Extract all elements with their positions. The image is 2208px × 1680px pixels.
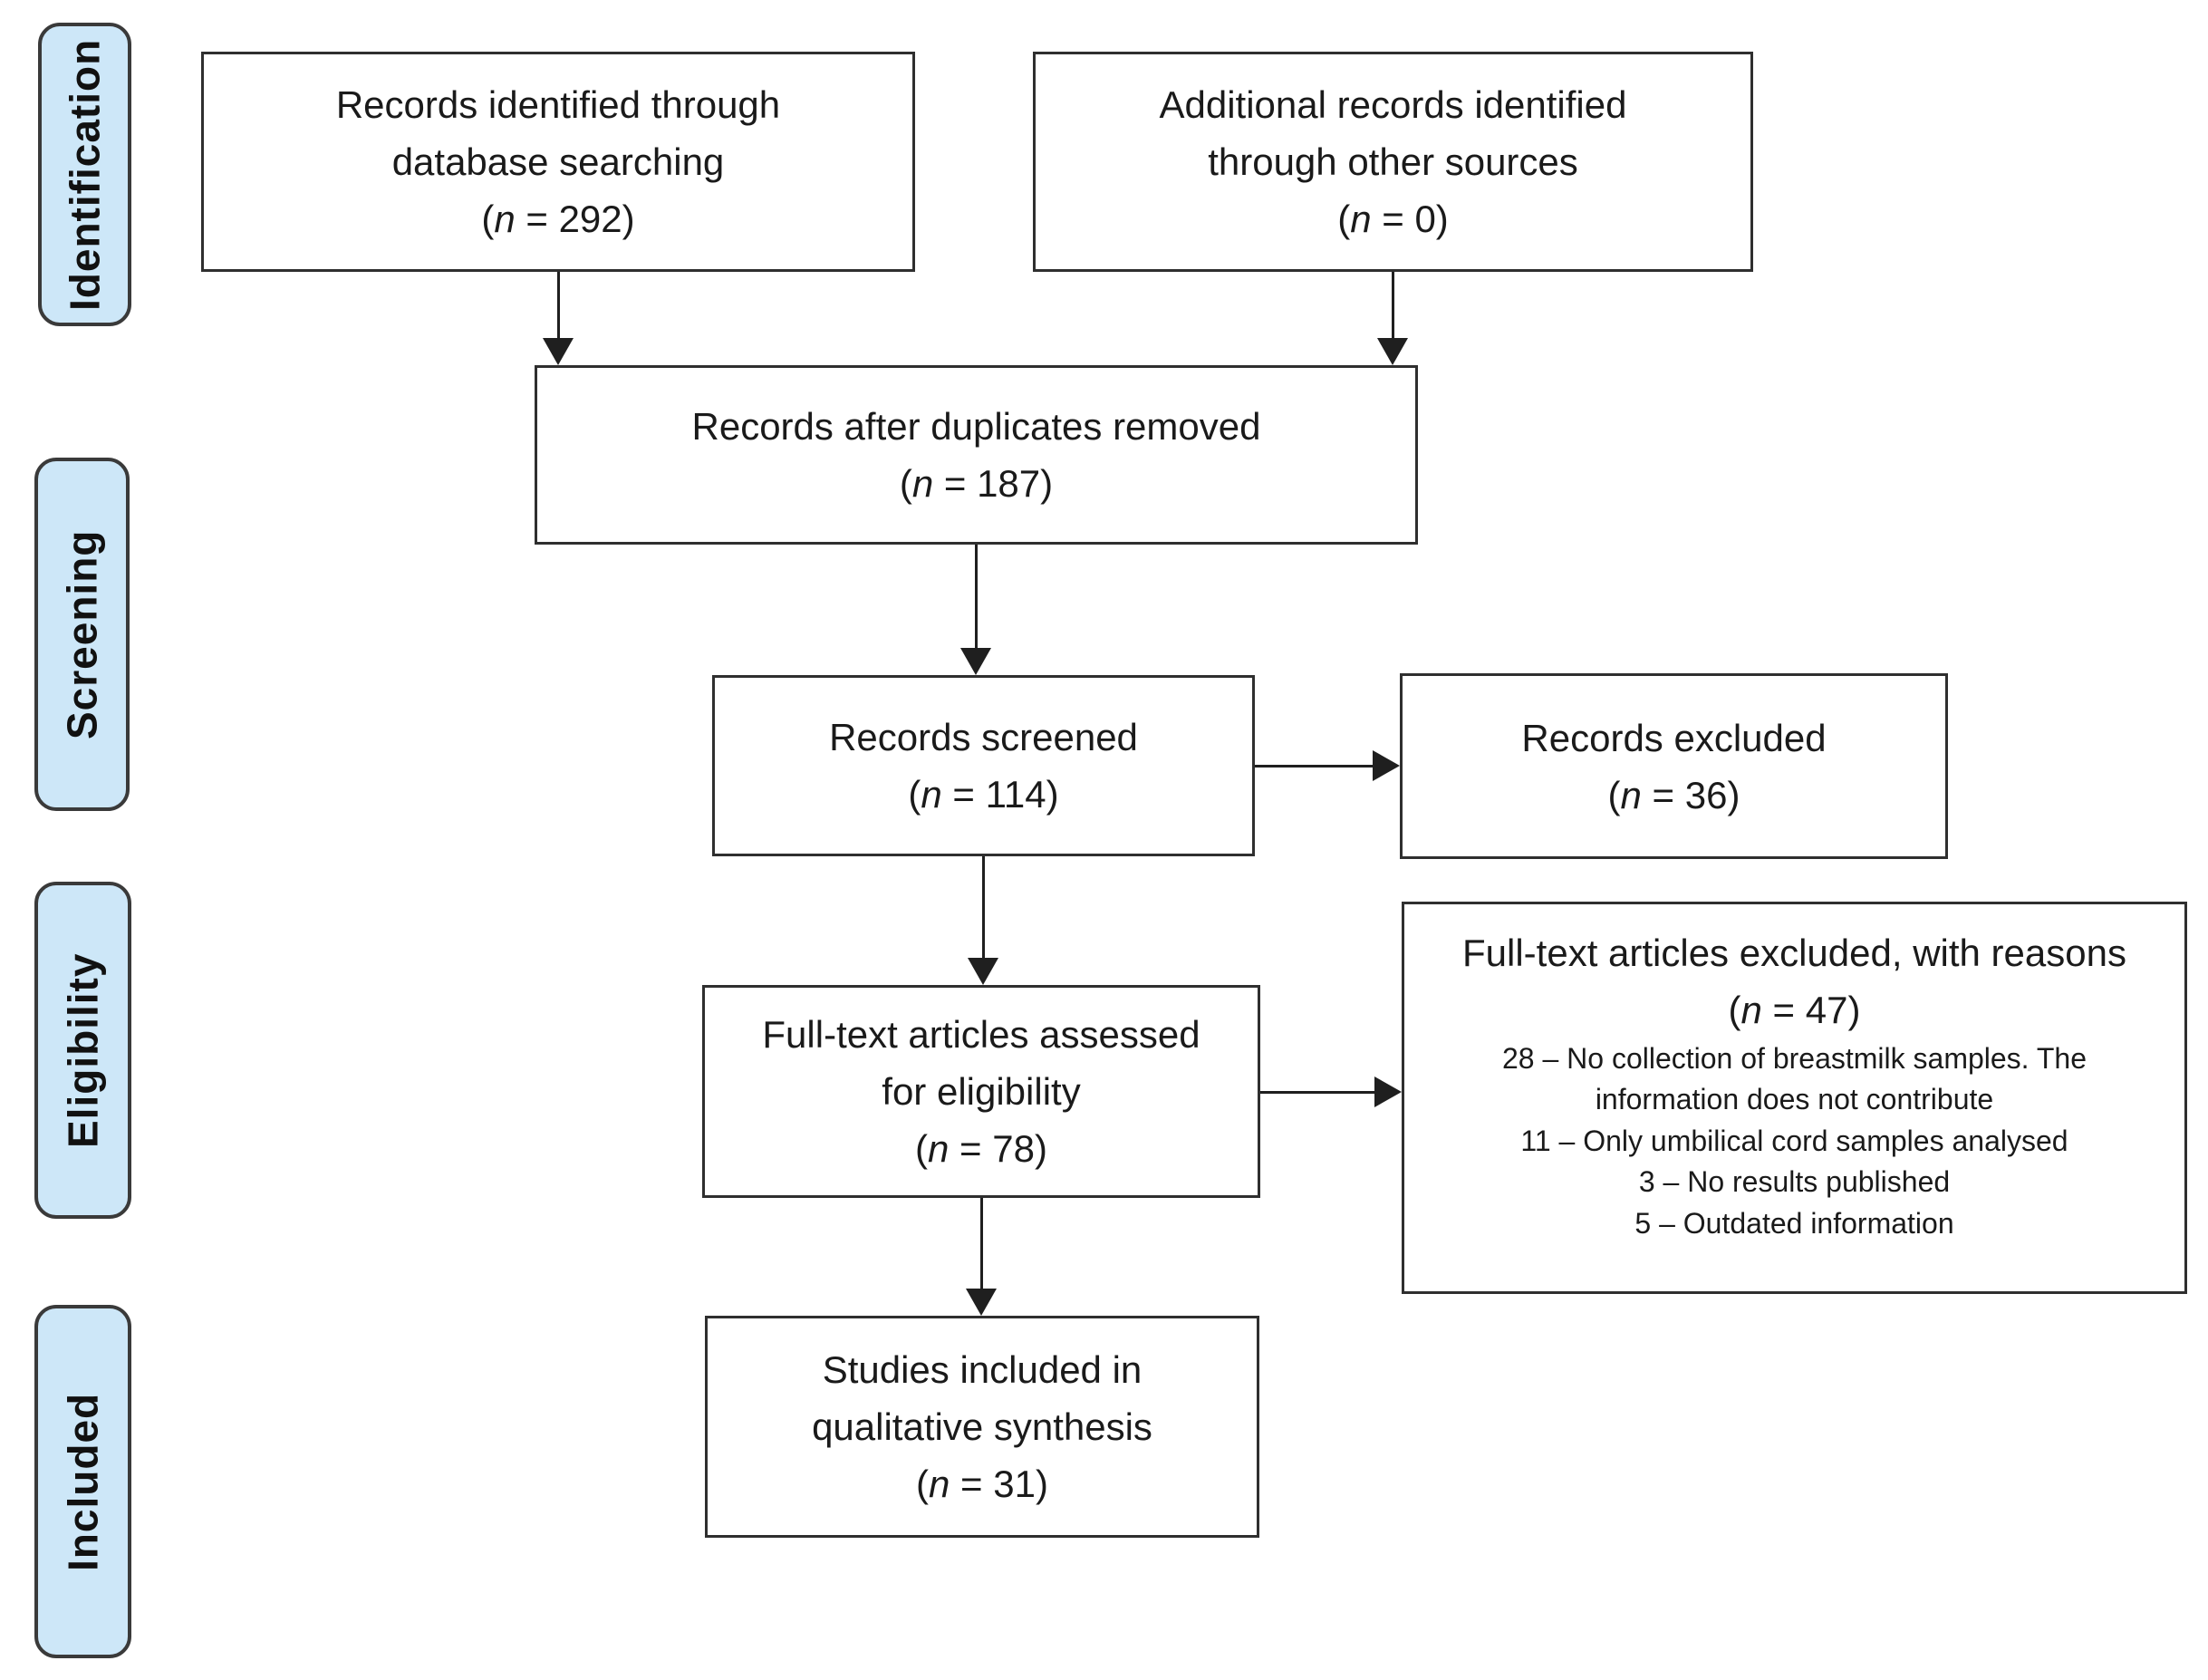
arrow-line <box>980 1198 983 1290</box>
count-value: 31 <box>993 1463 1036 1505</box>
box-text-line: Records screened <box>829 716 1138 758</box>
box-text-line: through other sources <box>1208 140 1578 183</box>
exclusion-reason: 3 – No results published <box>1638 1165 1951 1199</box>
box-text-line: for eligibility <box>882 1070 1081 1113</box>
count-value: 36 <box>1684 773 1728 816</box>
arrow-line <box>557 272 560 340</box>
box-fulltext-excluded: Full-text articles excluded, with reason… <box>1402 902 2187 1294</box>
stage-label-included: Included <box>34 1305 131 1658</box>
box-text-line: qualitative synthesis <box>812 1405 1152 1448</box>
box-fulltext-assessed: Full-text articles assessed for eligibil… <box>702 985 1260 1198</box>
count-line: (n = 114) <box>908 773 1059 816</box>
count-line: (n = 78) <box>915 1127 1047 1170</box>
box-records-excluded: Records excluded (n = 36) <box>1400 673 1948 859</box>
exclusion-reason: 28 – No collection of breastmilk samples… <box>1501 1042 2087 1116</box>
exclusion-reason: 11 – Only umbilical cord samples analyse… <box>1520 1124 2068 1157</box>
exclusion-reason: 5 – Outdated information <box>1634 1206 1954 1240</box>
count-line: (n = 0) <box>1337 198 1449 240</box>
arrow-line <box>1255 765 1374 768</box>
count-value: 292 <box>558 198 622 240</box>
box-text-line: Full-text articles assessed <box>762 1013 1200 1056</box>
count-line: (n = 36) <box>1607 773 1740 816</box>
box-records-identified: Records identified through database sear… <box>201 52 915 272</box>
count-line: (n = 187) <box>899 462 1054 505</box>
arrow-line <box>1392 272 1394 340</box>
arrow-down-icon <box>968 958 998 985</box>
arrow-line <box>982 856 985 960</box>
box-text-line: Full-text articles excluded, with reason… <box>1462 932 2126 974</box>
arrow-line <box>1260 1091 1376 1094</box>
box-additional-records: Additional records identified through ot… <box>1033 52 1753 272</box>
count-line: (n = 292) <box>481 198 635 240</box>
arrow-down-icon <box>966 1289 997 1316</box>
box-text-line: database searching <box>391 140 725 183</box>
arrow-down-icon <box>543 338 574 365</box>
arrow-right-icon <box>1374 1077 1402 1107</box>
arrow-down-icon <box>960 648 991 675</box>
box-duplicates-removed: Records after duplicates removed (n = 18… <box>535 365 1418 545</box>
count-value: 0 <box>1414 198 1436 240</box>
count-value: 114 <box>985 773 1046 816</box>
count-value: 187 <box>977 462 1041 505</box>
box-studies-included: Studies included in qualitative synthesi… <box>705 1316 1259 1538</box>
box-text-line: Additional records identified <box>1159 83 1627 126</box>
arrow-down-icon <box>1377 338 1408 365</box>
stage-label-eligibility: Eligibility <box>34 882 131 1219</box>
stage-label-identification: Identification <box>38 23 131 326</box>
box-text-line: Studies included in <box>822 1348 1143 1391</box>
arrow-right-icon <box>1373 750 1400 781</box>
count-line: (n = 31) <box>916 1463 1048 1505</box>
stage-label-screening: Screening <box>34 458 130 811</box>
count-line: (n = 47) <box>1728 989 1861 1031</box>
arrow-line <box>975 545 978 650</box>
box-records-screened: Records screened (n = 114) <box>712 675 1255 856</box>
count-value: 78 <box>992 1127 1035 1170</box>
box-text-line: Records identified through <box>335 83 781 126</box>
count-value: 47 <box>1805 989 1848 1031</box>
box-text-line: Records after duplicates removed <box>691 405 1261 448</box>
box-text-line: Records excluded <box>1521 716 1827 759</box>
